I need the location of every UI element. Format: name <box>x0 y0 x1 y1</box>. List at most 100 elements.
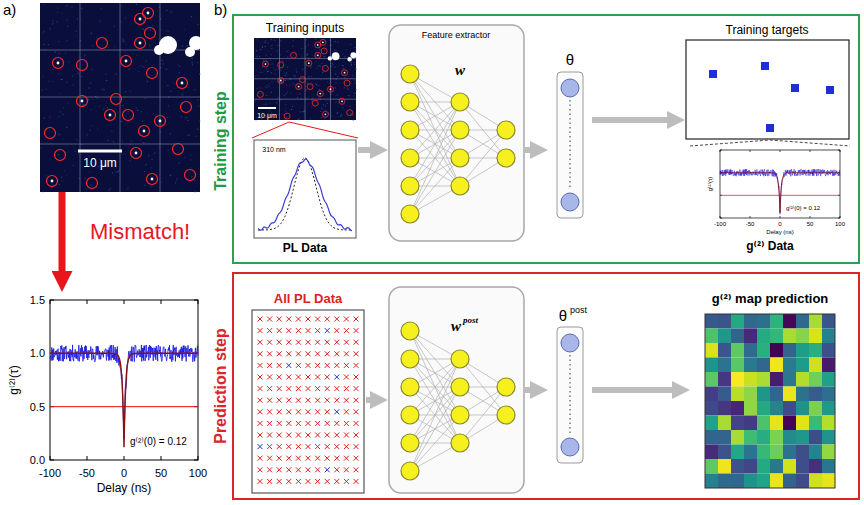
sample-mark <box>315 375 320 380</box>
sample-mark <box>315 433 320 438</box>
noise-dot <box>256 51 257 52</box>
noise-dot <box>335 50 336 51</box>
map-cell <box>744 401 757 416</box>
noise-dot <box>44 118 45 119</box>
sample-mark <box>286 421 291 426</box>
sample-mark <box>325 317 330 322</box>
noise-dot <box>198 24 199 25</box>
sample-mark <box>334 386 339 391</box>
axis-title: g⁽²⁾(τ) <box>8 365 20 394</box>
sample-mark <box>325 398 330 403</box>
noise-dot <box>286 51 287 52</box>
noise-dot <box>68 62 69 63</box>
noise-dot <box>59 53 60 54</box>
noise-dot <box>112 172 113 173</box>
sample-mark <box>315 328 320 333</box>
emitter-circle <box>278 62 284 68</box>
emitter-circle <box>139 126 150 137</box>
sample-mark <box>325 386 330 391</box>
noise-dot <box>116 171 117 172</box>
emitter-circle <box>145 28 156 39</box>
map-cell <box>731 372 744 387</box>
map-cell <box>809 387 822 402</box>
sample-mark <box>325 479 330 484</box>
network-link <box>410 331 460 415</box>
noise-dot <box>81 76 82 77</box>
noise-dot <box>57 21 58 22</box>
sample-mark <box>296 317 301 322</box>
grid-line <box>120 3 121 192</box>
network-title: Feature extractor <box>422 31 491 40</box>
noise-dot <box>52 81 53 82</box>
noise-dot <box>353 96 354 97</box>
map-cell <box>809 358 822 373</box>
noise-dot <box>286 72 287 73</box>
noise-dot <box>186 45 187 46</box>
sample-mark <box>325 421 330 426</box>
noise-dot <box>190 167 191 168</box>
target-square <box>766 124 774 132</box>
sample-mark <box>277 328 282 333</box>
sample-mark <box>286 409 291 414</box>
emitter-circle <box>87 178 98 189</box>
map-cell <box>718 329 731 344</box>
sample-mark <box>344 421 349 426</box>
sample-mark <box>277 479 282 484</box>
noise-dot <box>148 155 149 156</box>
noise-dot <box>83 104 84 105</box>
noise-dot <box>123 39 124 40</box>
map-cell <box>705 314 718 329</box>
noise-dot <box>77 18 78 19</box>
noise-dot <box>319 49 320 50</box>
axis-tick <box>198 300 199 304</box>
noise-dot <box>315 54 316 55</box>
noise-dot <box>61 177 62 178</box>
noise-dot <box>197 100 198 101</box>
sample-mark <box>306 317 311 322</box>
sample-mark <box>344 433 349 438</box>
noise-dot <box>181 116 182 117</box>
sample-mark <box>334 375 339 380</box>
annotation: g⁽²⁾(0) = 0.12 <box>130 437 187 447</box>
connector <box>525 387 534 393</box>
sample-mark <box>325 409 330 414</box>
sample-mark <box>267 328 272 333</box>
emitter-circle <box>342 70 348 76</box>
noise-dot <box>327 81 328 82</box>
noise-dot <box>160 29 161 30</box>
sample-mark <box>267 479 272 484</box>
map-cell <box>822 416 835 431</box>
tick-label: 50 <box>807 221 814 227</box>
emitter-circle <box>111 94 122 105</box>
sample-mark <box>286 433 291 438</box>
noise-dot <box>271 92 272 93</box>
emitter-dot <box>125 60 128 63</box>
sample-mark <box>258 375 263 380</box>
emitter-circle <box>123 110 134 121</box>
noise-dot <box>301 57 302 58</box>
noise-dot <box>104 40 105 41</box>
sample-mark <box>277 456 282 461</box>
emitter-dot <box>143 130 146 133</box>
sample-mark <box>258 328 263 333</box>
axis-tick <box>50 300 51 304</box>
noise-dot <box>125 17 126 18</box>
noise-dot <box>280 70 281 71</box>
noise-dot <box>144 67 145 68</box>
sample-mark <box>334 409 339 414</box>
noise-dot <box>167 85 168 86</box>
sample-mark <box>277 340 282 345</box>
neuron <box>401 378 419 396</box>
emitter-circle <box>315 42 321 48</box>
sample-mark <box>325 386 330 391</box>
sample-mark <box>315 444 320 449</box>
noise-dot <box>266 77 267 78</box>
sample-mark <box>306 444 311 449</box>
map-cell <box>783 372 796 387</box>
noise-dot <box>179 163 180 164</box>
sample-mark <box>325 317 330 322</box>
emitter-circle <box>322 111 328 117</box>
map-cell <box>757 459 770 474</box>
noise-dot <box>59 93 60 94</box>
sample-mark <box>277 351 282 356</box>
